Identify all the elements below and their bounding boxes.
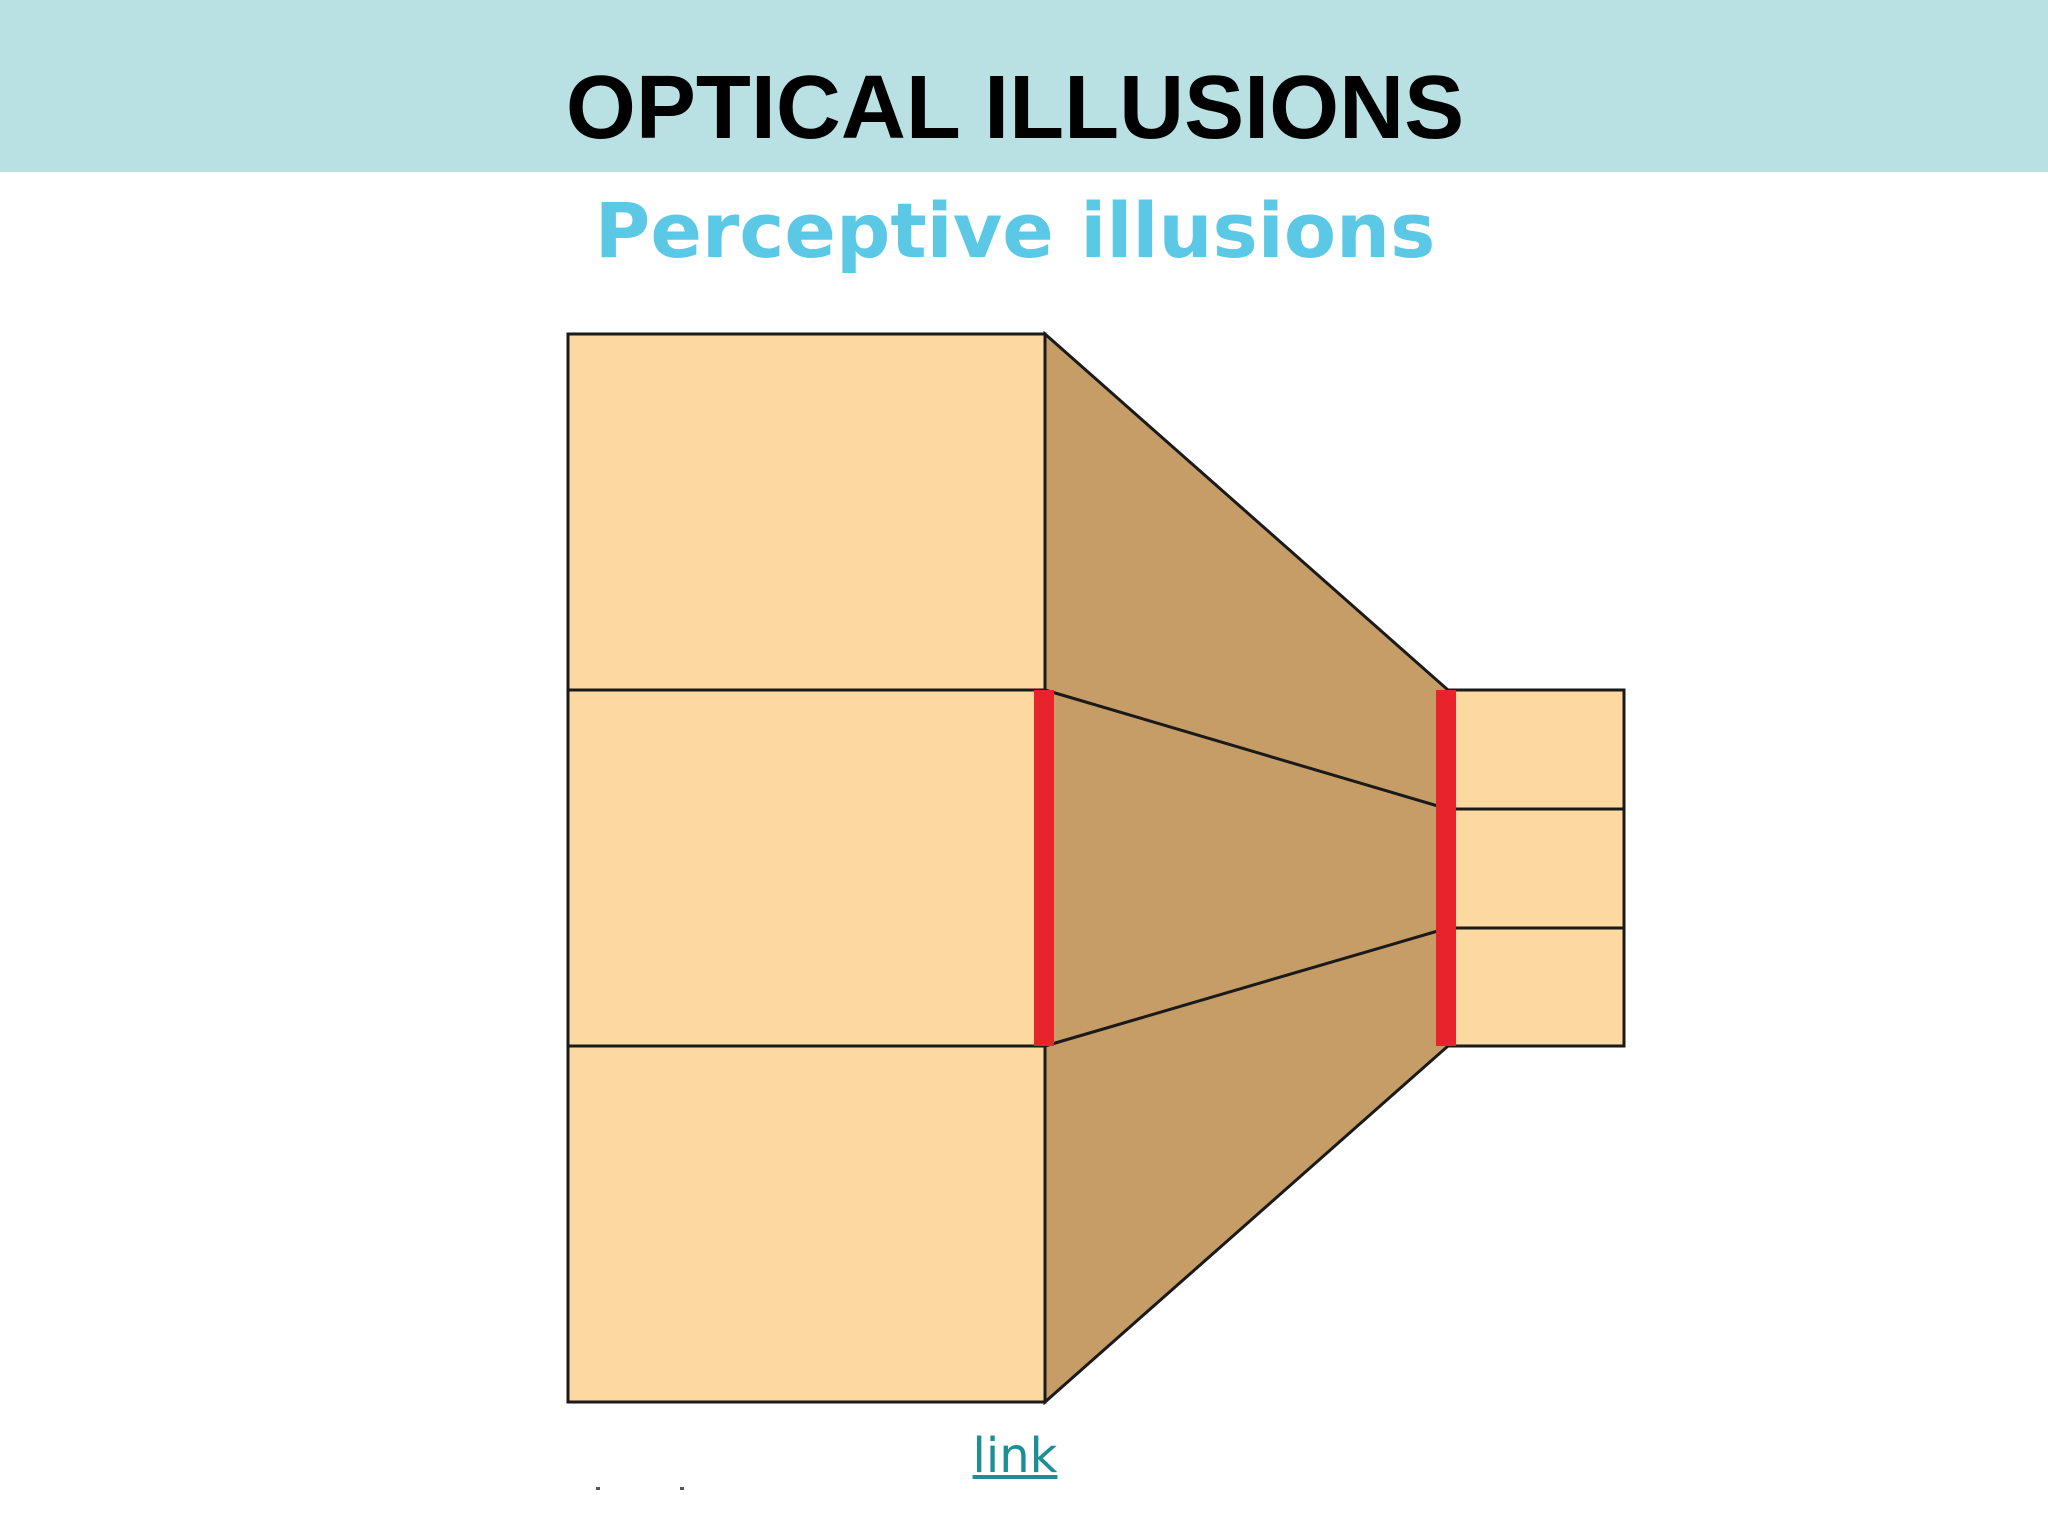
speck-mark (680, 1487, 684, 1490)
large-block-middle (566, 688, 1047, 1048)
slide-subtitle: Perceptive illusions (594, 186, 1436, 275)
large-block-top (566, 332, 1047, 692)
upper-converging-line (1044, 688, 1449, 811)
speck-mark (596, 1487, 600, 1490)
small-block-bottom (1446, 926, 1626, 1048)
header-band (0, 0, 2048, 172)
right-red-bar (1436, 690, 1456, 1046)
perspective-trapezoid (1043, 330, 1450, 1406)
lower-converging-line (1044, 926, 1449, 1048)
link[interactable]: link (972, 1428, 1058, 1484)
small-block-top (1446, 688, 1626, 811)
small-block-middle (1446, 807, 1626, 930)
slide-title: OPTICAL ILLUSIONS (565, 58, 1465, 158)
left-red-bar (1034, 690, 1054, 1046)
large-block-bottom (566, 1044, 1047, 1404)
